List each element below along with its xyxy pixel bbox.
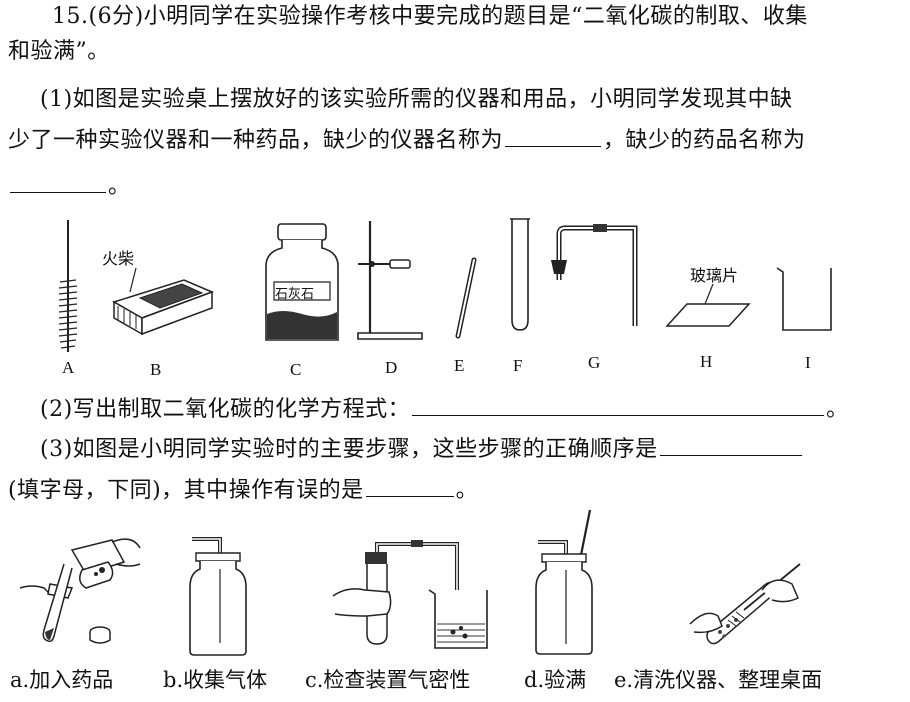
step-c-drawing bbox=[327, 540, 492, 654]
part1-text-b: ，缺少的药品名称为 bbox=[603, 128, 806, 153]
caption-a: a.加入药品 bbox=[10, 668, 114, 692]
label-G: G bbox=[588, 353, 601, 372]
label-H: H bbox=[700, 352, 713, 371]
question-line-1: 15.(6分)小明同学在实验操作考核中要完成的题目是“二氧化碳的制取、收集 bbox=[52, 4, 808, 29]
iron-stand-drawing bbox=[350, 218, 430, 343]
part3-text-c: 。 bbox=[455, 478, 479, 503]
glass-plate-label: 玻璃片 bbox=[690, 266, 739, 285]
label-B: B bbox=[150, 360, 162, 379]
part2-line: (2)写出制取二氧化碳的化学方程式： 。 bbox=[40, 393, 849, 425]
glass-plate-drawing bbox=[665, 282, 755, 330]
answer-blank-order[interactable] bbox=[659, 433, 802, 456]
step-a-drawing bbox=[12, 528, 142, 653]
caption-c: c.检查装置气密性 bbox=[305, 668, 471, 692]
answer-blank-equation[interactable] bbox=[412, 393, 825, 416]
answer-blank-error[interactable] bbox=[365, 474, 454, 497]
label-I: I bbox=[805, 353, 811, 372]
beaker-drawing bbox=[773, 264, 839, 336]
step-e-drawing bbox=[688, 560, 808, 644]
part3-text-a: (3)如图是小明同学实验时的主要步骤，这些步骤的正确顺序是 bbox=[40, 437, 658, 462]
caption-e: e.清洗仪器、整理桌面 bbox=[614, 668, 823, 692]
caption-d: d.验满 bbox=[524, 668, 587, 692]
step-b-drawing bbox=[186, 533, 256, 658]
label-F: F bbox=[513, 356, 523, 375]
matchbox-drawing bbox=[108, 262, 218, 342]
label-A: A bbox=[62, 358, 75, 377]
label-C: C bbox=[290, 360, 302, 379]
part1-line-1: (1)如图是实验桌上摆放好的该实验所需的仪器和用品，小明同学发现其中缺 bbox=[40, 87, 793, 112]
matches-label: 火柴 bbox=[102, 249, 135, 268]
part3-line-1: (3)如图是小明同学实验时的主要步骤，这些步骤的正确顺序是 bbox=[40, 433, 804, 465]
part2-text-a: (2)写出制取二氧化碳的化学方程式： bbox=[40, 397, 411, 422]
answer-blank-instrument[interactable] bbox=[505, 124, 602, 147]
limestone-label: 石灰石 bbox=[275, 287, 315, 302]
question-line-2: 和验满”。 bbox=[8, 39, 110, 64]
part1-line-2: 少了一种实验仪器和一种药品，缺少的仪器名称为 ，缺少的药品名称为 bbox=[8, 124, 806, 156]
test-tube-drawing bbox=[505, 216, 535, 334]
part3-line-2: (填字母，下同)，其中操作有误的是 。 bbox=[8, 474, 478, 506]
part1-text-c: 。 bbox=[108, 174, 131, 199]
label-D: D bbox=[385, 358, 398, 377]
part2-text-b: 。 bbox=[826, 397, 849, 422]
label-E: E bbox=[454, 356, 465, 375]
part1-line-3: 。 bbox=[8, 170, 131, 202]
answer-blank-reagent[interactable] bbox=[10, 170, 106, 193]
step-d-drawing bbox=[530, 508, 610, 658]
test-tube-brush-drawing bbox=[55, 218, 85, 358]
limestone-jar-drawing bbox=[262, 222, 342, 344]
part1-text-a: 少了一种实验仪器和一种药品，缺少的仪器名称为 bbox=[8, 128, 504, 153]
caption-b: b.收集气体 bbox=[163, 668, 268, 692]
part3-text-b: (填字母，下同)，其中操作有误的是 bbox=[8, 478, 364, 503]
glass-rod-drawing bbox=[452, 256, 482, 341]
stopper-with-tube-drawing bbox=[551, 224, 648, 334]
